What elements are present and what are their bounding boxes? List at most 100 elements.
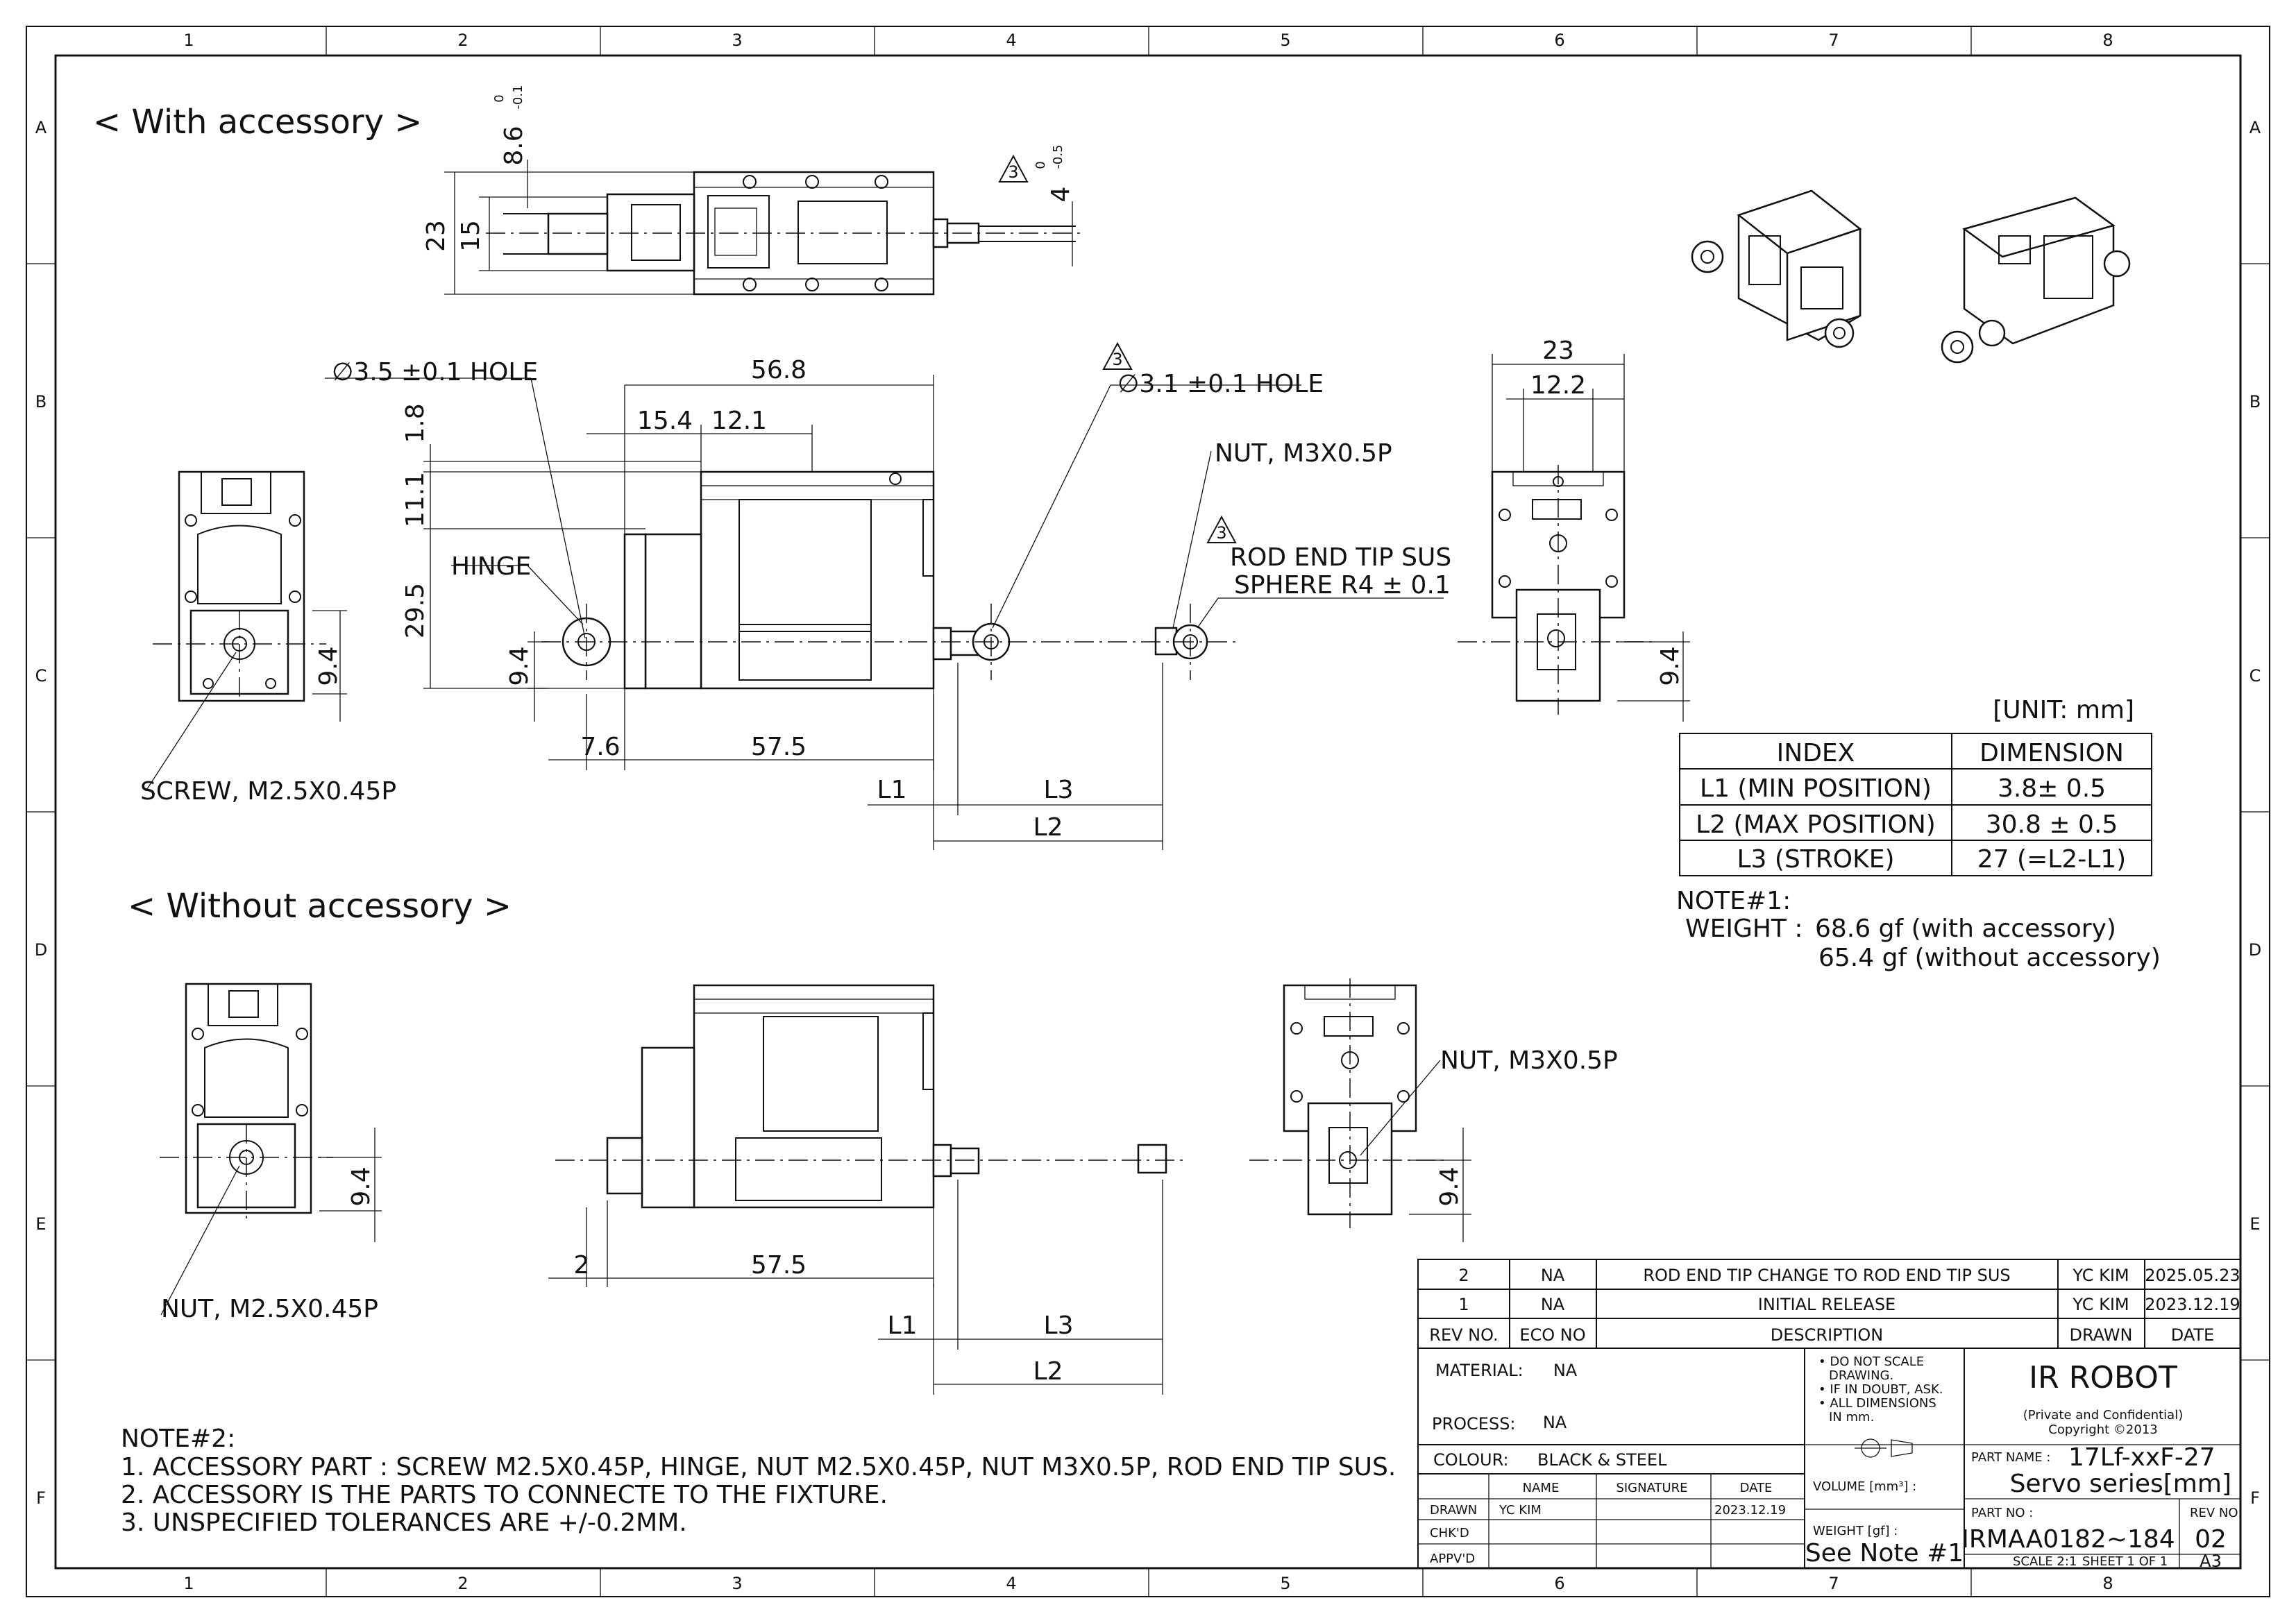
rev-no-value: 02	[2195, 1525, 2227, 1554]
volume-label: VOLUME [mm³] :	[1813, 1479, 1916, 1494]
dim-9-4-front: 9.4	[314, 646, 343, 686]
col-label: 1	[183, 1574, 194, 1593]
note2-line: 2. ACCESSORY IS THE PARTS TO CONNECTE TO…	[121, 1481, 888, 1509]
rev-header: ECO NO	[1519, 1325, 1585, 1345]
part-no-value: IRMAA0182~184	[1961, 1525, 2175, 1554]
screw-label: SCREW, M2.5X0.45P	[140, 777, 396, 806]
drawn-name: YC KIM	[1499, 1503, 1542, 1518]
sig-header: SIGNATURE	[1616, 1481, 1687, 1495]
section-title-with-accessory: < With accessory >	[93, 103, 422, 142]
dim-7-6: 7.6	[580, 733, 620, 761]
dim-57-5: 57.5	[751, 733, 807, 761]
rev-cell: YC KIM	[2072, 1295, 2129, 1314]
note-1: NOTE#1: WEIGHT : 68.6 gf (with accessory…	[1676, 887, 2161, 972]
col-label: 4	[1006, 1574, 1016, 1593]
copyright-line: Copyright ©2013	[2048, 1422, 2157, 1437]
dim-11-1: 11.1	[401, 472, 430, 527]
col-label: 8	[2102, 1574, 2113, 1593]
rev-cell: 2	[1458, 1266, 1469, 1285]
dim-1-8: 1.8	[401, 403, 430, 443]
sig-header: DATE	[1740, 1481, 1773, 1495]
col-label: 1	[183, 31, 194, 50]
dim-23-end: 23	[1542, 337, 1574, 365]
col-label: 6	[1554, 1574, 1564, 1593]
note2-line: 3. UNSPECIFIED TOLERANCES ARE +/-0.2MM.	[121, 1509, 687, 1537]
rev-cell: 2025.05.23	[2145, 1266, 2240, 1285]
rev-cell: INITIAL RELEASE	[1758, 1295, 1896, 1314]
hole-31-label: ∅3.1 ±0.1 HOLE	[1117, 370, 1324, 398]
dim-29-5: 29.5	[401, 583, 430, 638]
note-2: NOTE#2: 1. ACCESSORY PART : SCREW M2.5X0…	[121, 1425, 1396, 1537]
isometric-view-1	[1691, 189, 1862, 348]
rev-cell: YC KIM	[2072, 1266, 2129, 1285]
dim-9-4-side: 9.4	[505, 646, 534, 686]
nut-m25-label: NUT, M2.5X0.45P	[161, 1295, 378, 1323]
col-label: 4	[1006, 31, 1016, 50]
scale-label: SCALE 2:1	[2013, 1554, 2077, 1569]
projection-symbol	[1855, 1438, 1913, 1458]
dim-l2: L2	[1033, 813, 1063, 842]
col-label: 7	[1828, 1574, 1839, 1593]
dim-9-4-front-without: 9.4	[347, 1166, 375, 1206]
material-value: NA	[1553, 1361, 1578, 1380]
dim-l1-without: L1	[888, 1311, 918, 1340]
part-name-value: 17Lf-xxF-27	[2068, 1443, 2215, 1472]
row-label: E	[2249, 1214, 2260, 1234]
rev-header: DATE	[2171, 1325, 2214, 1345]
col-label: 8	[2102, 31, 2113, 50]
isometric-view-2	[1941, 196, 2131, 364]
col-label: 3	[732, 1574, 742, 1593]
drawn-label: DRAWN	[1430, 1503, 1477, 1518]
side-view-without: 2 57.5 L1 L3 L2	[548, 984, 1187, 1395]
checked-label: CHK'D	[1430, 1526, 1469, 1540]
material-label: MATERIAL:	[1435, 1361, 1523, 1380]
revision-triangle	[998, 154, 1029, 182]
table-header: INDEX	[1777, 739, 1855, 767]
dim-4: 4	[1047, 187, 1075, 203]
title-note: DRAWING.	[1829, 1368, 1893, 1383]
part-name-subtitle: Servo series[mm]	[2010, 1470, 2231, 1498]
sheet-size: A3	[2200, 1552, 2222, 1571]
note1-weight-with: 68.6 gf (with accessory)	[1815, 915, 2116, 943]
col-label: 6	[1554, 31, 1564, 50]
dim-l3-without: L3	[1044, 1311, 1074, 1340]
nut-m3-without-label: NUT, M3X0.5P	[1440, 1046, 1618, 1075]
unit-label: [UNIT: mm]	[1993, 696, 2134, 724]
dim-4-tol-upper: 0	[1033, 161, 1048, 169]
dim-12-2: 12.2	[1530, 371, 1586, 400]
table-cell: 27 (=L2-L1)	[1977, 845, 2126, 874]
row-label: A	[35, 118, 47, 137]
side-view-dimensions: 56.8 15.4 12.1 1.8 11.1 29.5 9.4 ∅3.5 ±0…	[325, 341, 1451, 850]
note1-weight-without: 65.4 gf (without accessory)	[1818, 944, 2161, 972]
col-label: 7	[1828, 31, 1839, 50]
sheet-frame: 1 2 3 4 5 6 7 8 1 2 3 4 5 6 7 8 A B C D …	[26, 26, 2270, 1597]
row-label: F	[36, 1488, 46, 1508]
row-label: D	[35, 940, 47, 960]
note2-line: 1. ACCESSORY PART : SCREW M2.5X0.45P, HI…	[121, 1453, 1396, 1481]
title-block: MATERIAL: NA PROCESS: NA COLOUR: BLACK &…	[1417, 1348, 2242, 1571]
dim-8-6-tol-upper: 0	[492, 94, 507, 102]
title-note: • ALL DIMENSIONS	[1818, 1396, 1936, 1411]
note1-weight-label: WEIGHT :	[1685, 915, 1803, 943]
confidential-line: (Private and Confidential)	[2023, 1408, 2183, 1422]
revision-table: 2 NA ROD END TIP CHANGE TO ROD END TIP S…	[1417, 1259, 2241, 1349]
hole-35-label: ∅3.5 ±0.1 HOLE	[332, 358, 538, 386]
weight-label: WEIGHT [gf] :	[1813, 1524, 1898, 1538]
title-note: • IF IN DOUBT, ASK.	[1818, 1382, 1943, 1397]
revision-mark: 3	[1216, 523, 1226, 543]
revision-triangle	[1206, 515, 1237, 543]
revision-mark: 3	[1112, 350, 1122, 369]
part-name-label: PART NAME :	[1971, 1450, 2050, 1465]
dim-9-4-end-without: 9.4	[1435, 1166, 1464, 1206]
nut-m3-label: NUT, M3X0.5P	[1215, 439, 1392, 468]
note1-title: NOTE#1:	[1676, 887, 1791, 915]
dim-8-6-tol-lower: -0.1	[511, 85, 525, 109]
dim-56-8: 56.8	[751, 356, 807, 384]
top-view	[486, 171, 1083, 296]
dim-l3: L3	[1044, 776, 1074, 804]
dim-l2-without: L2	[1033, 1357, 1063, 1386]
rev-cell: 1	[1458, 1295, 1469, 1314]
rev-header: DRAWN	[2070, 1325, 2133, 1345]
sig-header: NAME	[1523, 1481, 1560, 1495]
front-view-with: 9.4 SCREW, M2.5X0.45P	[140, 470, 396, 806]
